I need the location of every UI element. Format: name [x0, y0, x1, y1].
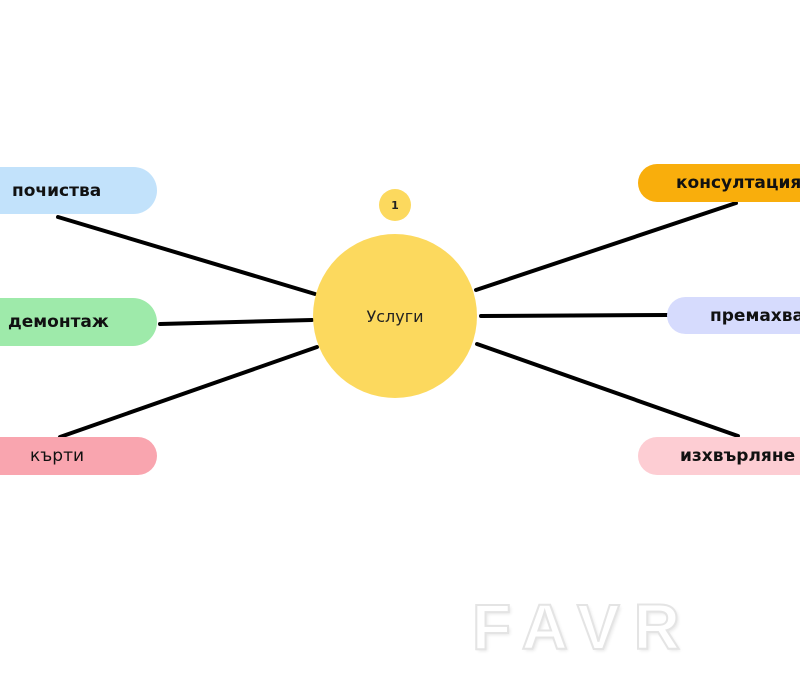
- connector-karti: [58, 345, 319, 439]
- node-konsultatsia[interactable]: консултация: [638, 164, 800, 202]
- node-label: премахва: [710, 305, 800, 326]
- node-pochistva[interactable]: почиства: [0, 167, 157, 214]
- connector-pochistva: [56, 215, 317, 296]
- connector-konsultatsia: [474, 201, 738, 292]
- node-label: консултация: [676, 173, 800, 193]
- badge-label: 1: [391, 198, 399, 212]
- node-label: кърти: [30, 446, 85, 466]
- connector-premahva: [479, 313, 669, 318]
- node-label: демонтаж: [8, 312, 109, 332]
- center-label: Услуги: [366, 306, 424, 326]
- watermark-logo: FAVR: [471, 590, 694, 664]
- node-demontazh[interactable]: демонтаж: [0, 298, 157, 346]
- connector-demontazh: [158, 318, 314, 326]
- node-izhvarlyane[interactable]: изхвърляне: [638, 437, 800, 475]
- number-badge: 1: [379, 189, 411, 221]
- connector-izhvarlyane: [475, 342, 740, 438]
- node-premahva[interactable]: премахва: [667, 297, 800, 334]
- node-label: почиства: [12, 180, 102, 201]
- node-karti[interactable]: кърти: [0, 437, 157, 475]
- node-label: изхвърляне: [680, 446, 796, 466]
- center-node[interactable]: Услуги: [313, 234, 477, 398]
